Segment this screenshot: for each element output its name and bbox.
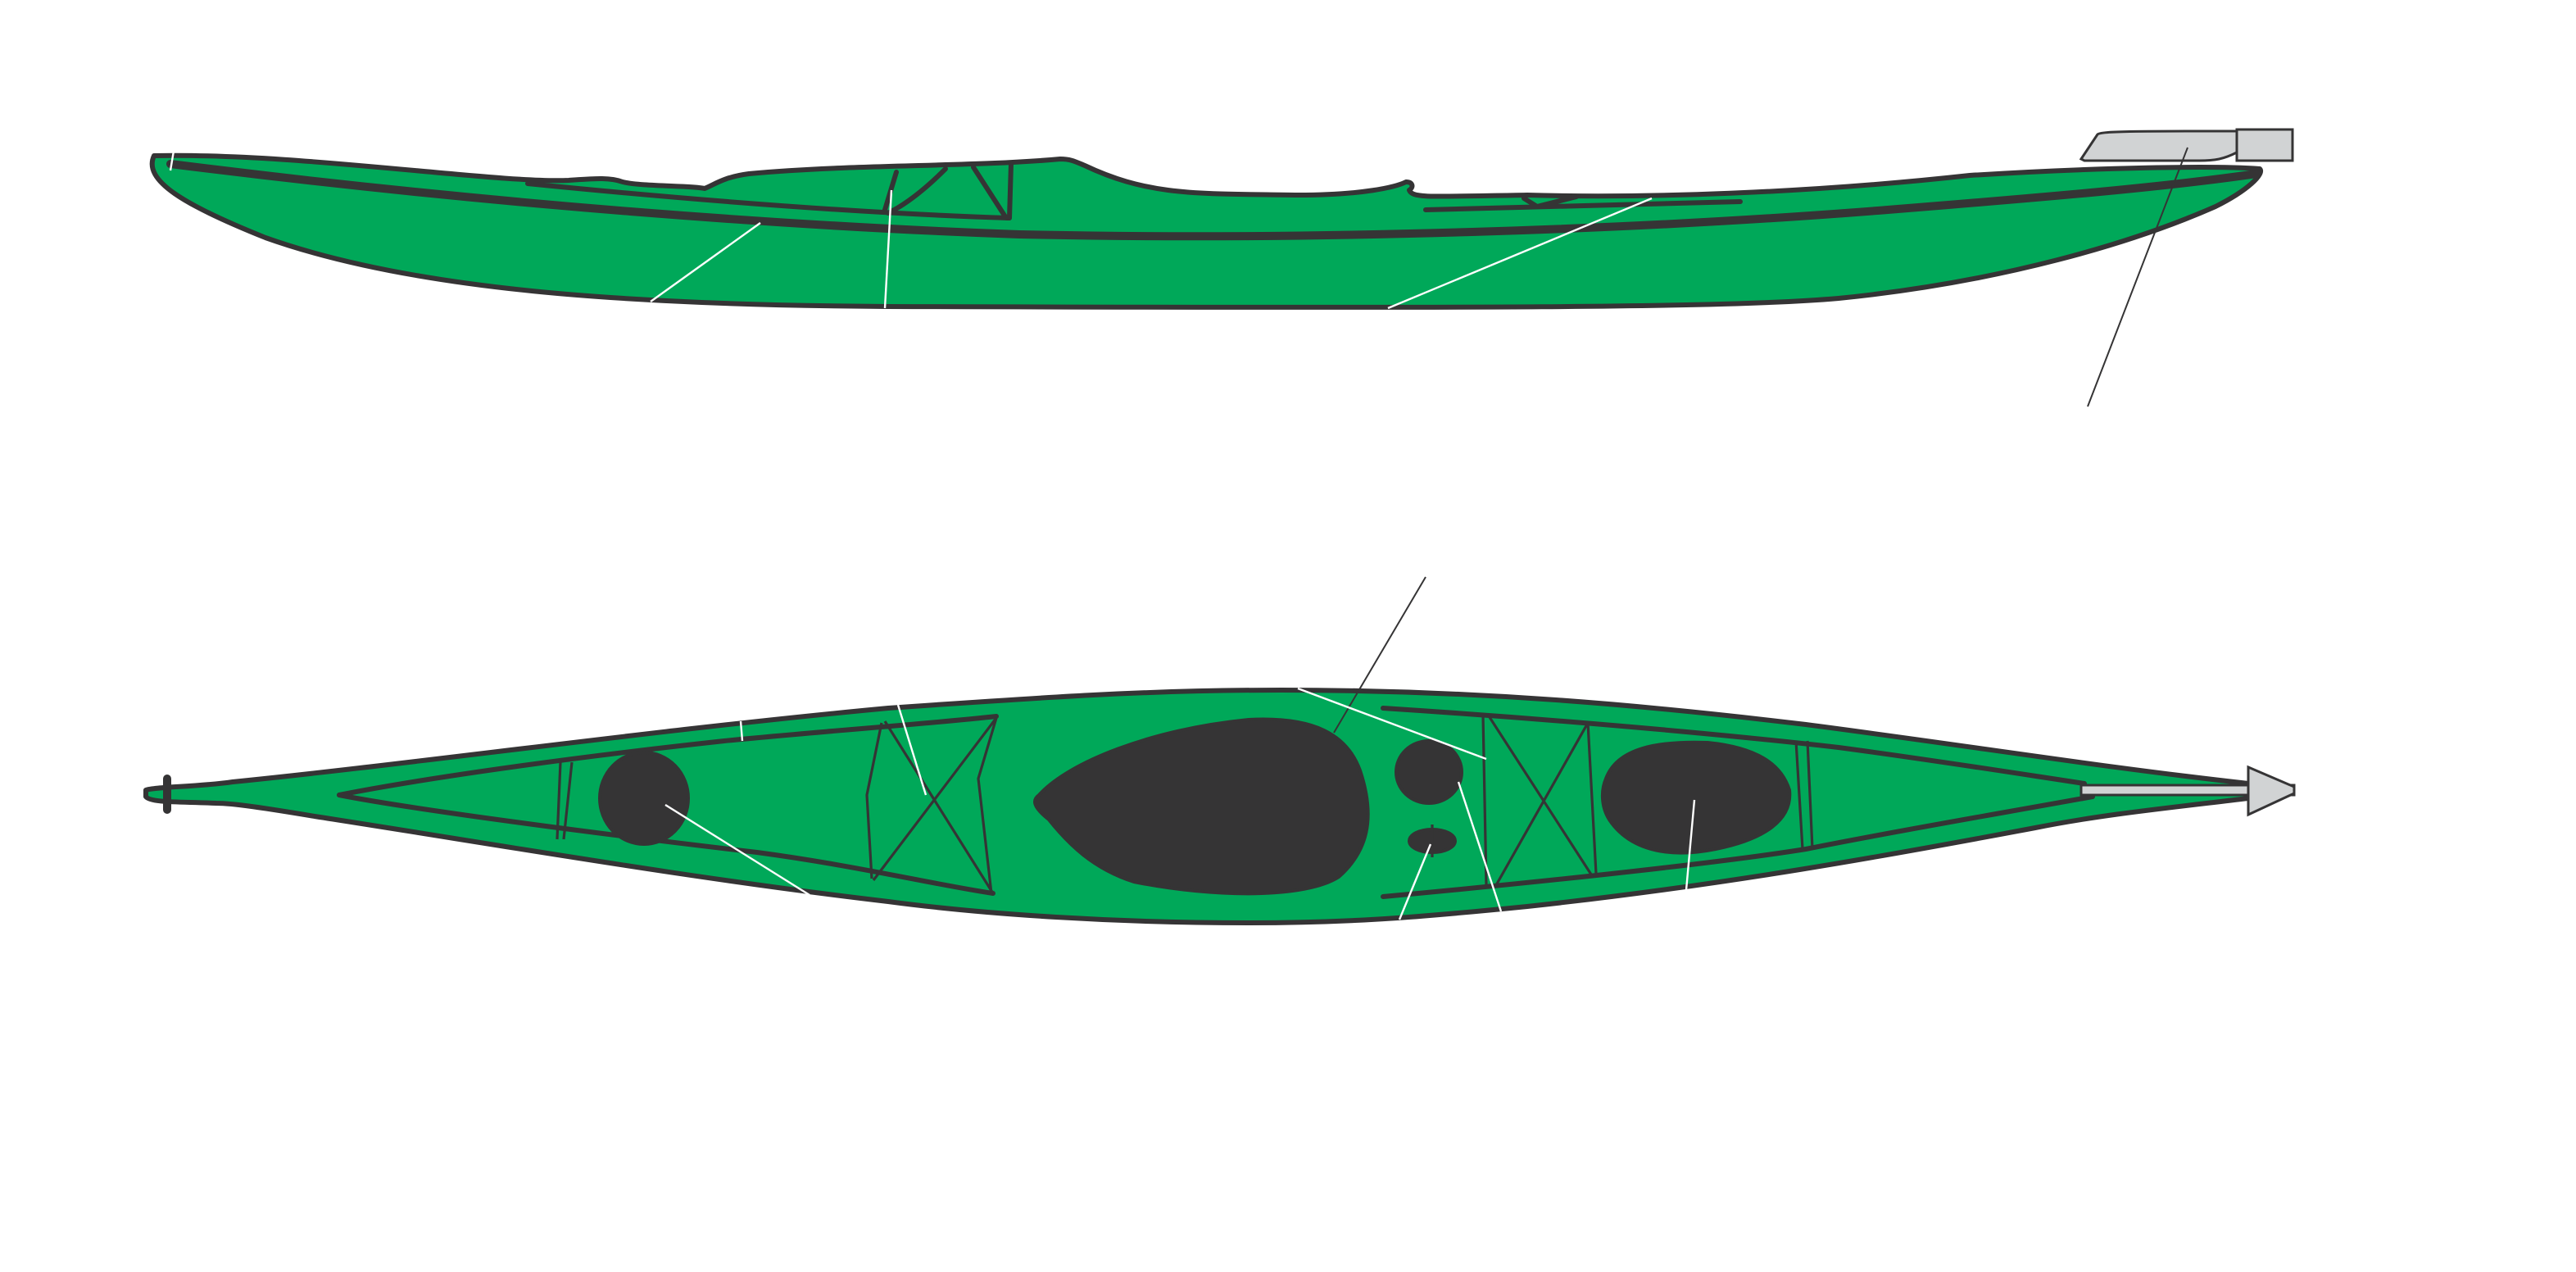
inner-deck-line-upper [337,714,999,797]
rudder [2079,765,2296,817]
day-hatch [1395,739,1463,805]
rudder-blade [2247,765,2296,817]
top-view [143,576,2296,925]
skeg-plate [2235,128,2294,162]
side-leader-lines [169,147,2188,407]
front-hatch [598,751,690,846]
side-rear-deckline [1423,194,1743,212]
top-leader-lines [664,576,1696,920]
skeg-housing [2079,129,2238,162]
rear-deck-lines [1481,714,1814,886]
side-view [149,128,2294,407]
front-deck-lines [556,717,998,894]
rear-hatch [1600,740,1792,855]
skeg-box [2079,128,2294,162]
inner-deck-line-rear-lower [1381,794,2095,899]
inner-deck-line-lower [337,793,995,896]
side-hull [149,152,2263,310]
side-sheer-line [166,160,2261,241]
cockpit [1033,717,1370,896]
